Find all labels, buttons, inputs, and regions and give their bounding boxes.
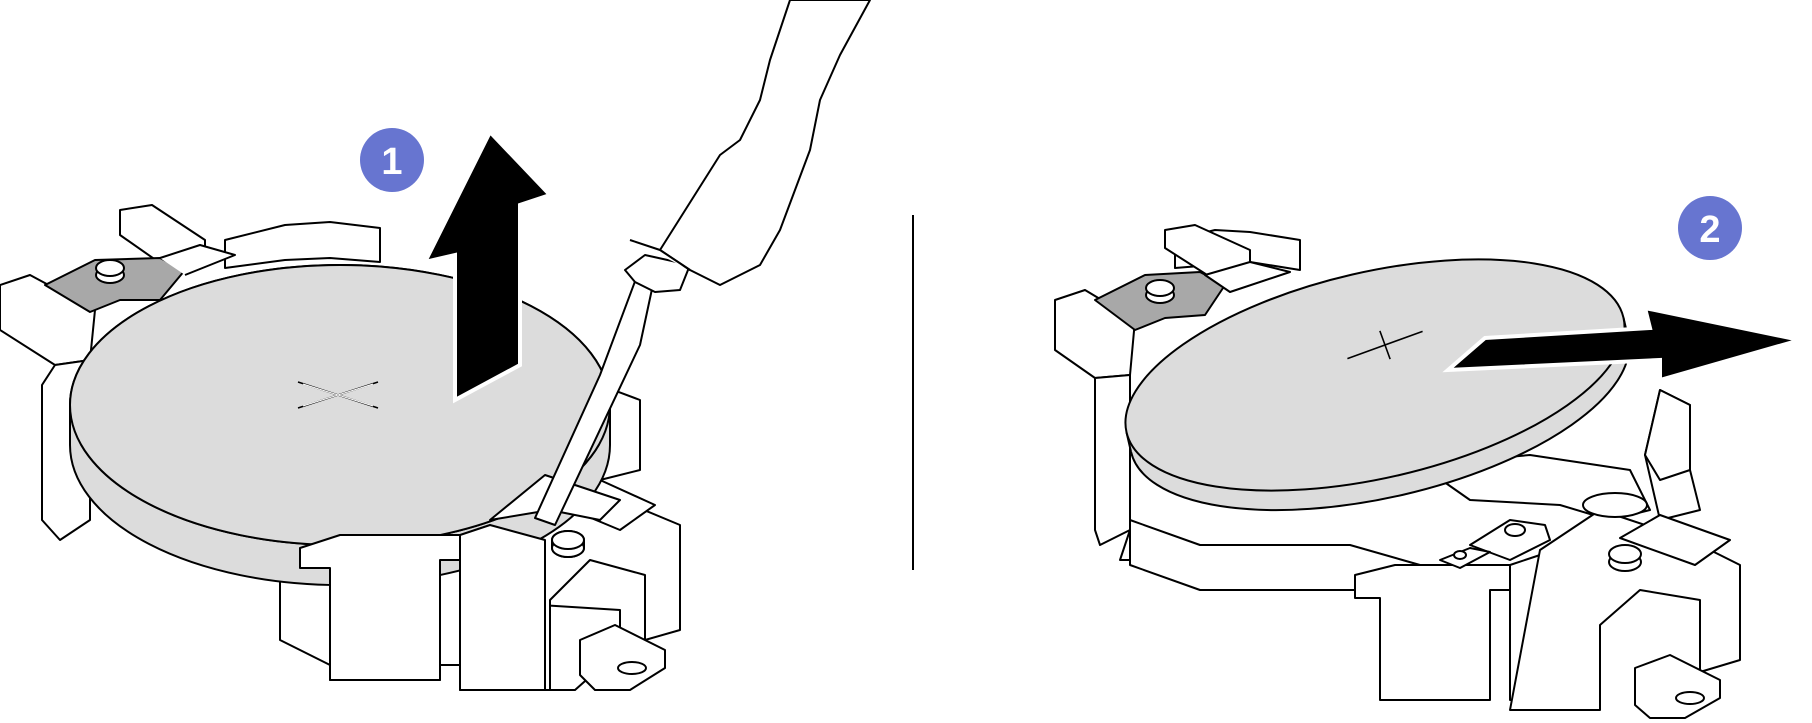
step-1-panel: 1 (0, 0, 871, 691)
step-2-badge: 2 (1678, 196, 1742, 260)
battery-holder-right (1054, 224, 1741, 719)
arrow-up-icon (421, 128, 554, 404)
flat-screwdriver-icon (534, 0, 871, 526)
arrow-right-icon (1442, 305, 1801, 383)
step-1-badge: 1 (360, 128, 424, 192)
right-contact-tab (1094, 261, 1291, 331)
left-contact-tab (44, 244, 236, 313)
plus-mark-icon (1347, 330, 1423, 360)
step-2-number: 2 (1699, 209, 1720, 251)
plus-mark-icon (297, 381, 379, 409)
step-2-panel: 2 (1054, 196, 1801, 719)
step-1-number: 1 (381, 141, 402, 183)
